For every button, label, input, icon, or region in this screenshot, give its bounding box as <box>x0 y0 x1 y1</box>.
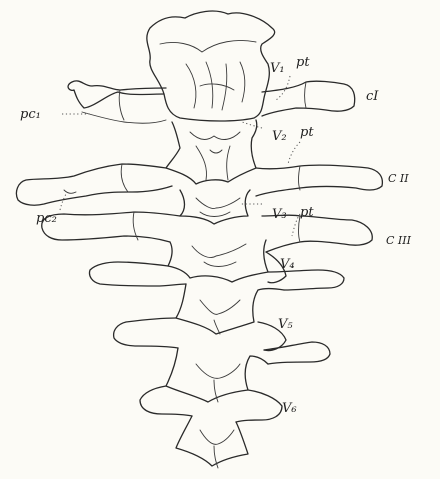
rib-pair-1 <box>68 81 355 123</box>
label-v4: V₄ <box>280 257 295 272</box>
labels: V₁ pt cI pc₁ V₂ pt C II V₃ pt pc₂ C III … <box>20 55 412 416</box>
vertebra-5 <box>176 284 286 351</box>
rib-pair-2 <box>16 164 382 205</box>
vertebra-2 <box>166 120 257 184</box>
label-v3: V₃ <box>272 207 287 222</box>
vertebra-1 <box>147 11 275 121</box>
vertebra-4 <box>168 240 286 283</box>
rib-pair-6 <box>140 386 282 422</box>
label-c3: C III <box>386 234 412 247</box>
label-pc1: pc₁ <box>20 107 41 122</box>
label-v2: V₂ <box>272 129 287 144</box>
label-c1: cI <box>366 89 379 104</box>
label-pt-1: pt <box>296 55 310 70</box>
label-v5: V₅ <box>278 317 293 332</box>
label-v6: V₆ <box>282 401 297 416</box>
vertebra-3 <box>180 190 250 224</box>
label-c2: C II <box>388 172 409 185</box>
vertebra-7 <box>176 416 248 468</box>
vertebra-6 <box>166 348 268 402</box>
rib-pair-3 <box>42 212 373 252</box>
rib-pair-5 <box>114 318 330 364</box>
label-pt-2: pt <box>300 125 314 140</box>
label-v1: V₁ <box>270 61 285 76</box>
label-pt-3: pt <box>300 205 314 220</box>
label-pc2: pc₂ <box>36 211 57 226</box>
